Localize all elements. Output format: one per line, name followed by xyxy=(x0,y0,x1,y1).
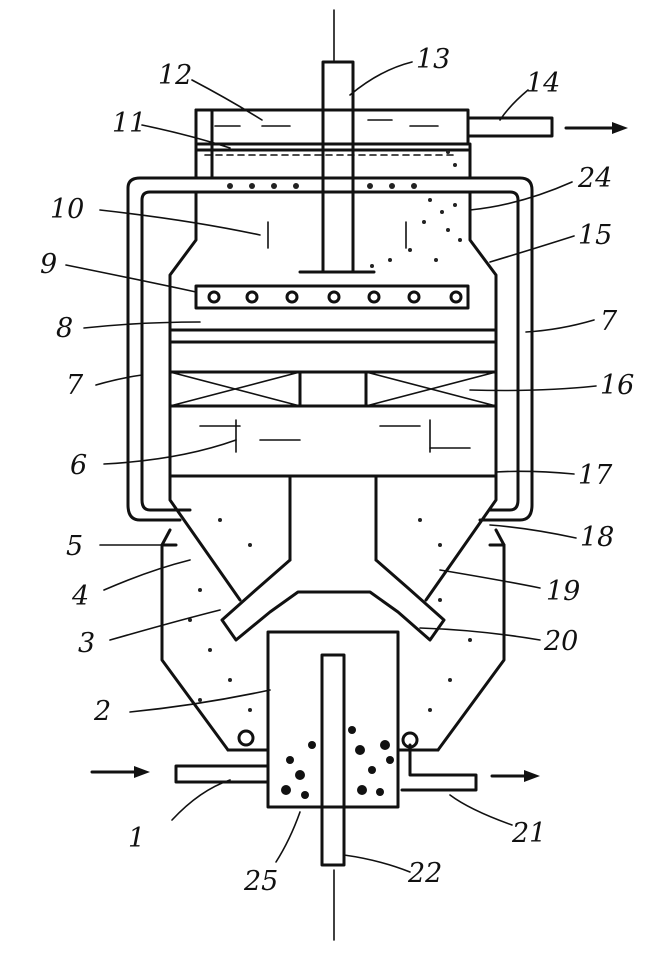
label-19: 19 xyxy=(546,576,581,607)
label-18: 18 xyxy=(580,522,615,553)
main-vessel xyxy=(160,190,506,752)
top-tank xyxy=(194,108,470,156)
label-15: 15 xyxy=(578,220,613,251)
inlet-pipe xyxy=(174,729,270,784)
label-4: 4 xyxy=(72,581,90,612)
central-pipe xyxy=(298,60,376,274)
label-12: 12 xyxy=(158,60,193,91)
label-6: 6 xyxy=(70,450,88,481)
label-16: 16 xyxy=(600,370,635,401)
outlet-pipe xyxy=(466,116,554,138)
label-3: 3 xyxy=(78,628,96,659)
granular-media xyxy=(370,150,462,268)
label-11: 11 xyxy=(112,108,147,139)
label-9: 9 xyxy=(40,249,58,280)
label-25: 25 xyxy=(244,866,279,897)
leader-lines xyxy=(65,61,597,873)
liquid-section xyxy=(168,419,498,478)
draft-tube xyxy=(220,474,446,642)
lower-tube xyxy=(266,630,400,867)
label-10: 10 xyxy=(50,194,85,225)
sludge-particles xyxy=(188,518,472,712)
label-24: 24 xyxy=(578,163,613,194)
pipe-perforations xyxy=(227,183,417,189)
label-22: 22 xyxy=(408,858,443,889)
drain-pipe xyxy=(400,731,478,792)
label-2: 2 xyxy=(94,696,112,727)
recirculation-pipe xyxy=(126,176,534,522)
distributor-tube xyxy=(194,284,470,310)
label-8: 8 xyxy=(56,313,74,344)
label-13: 13 xyxy=(416,44,451,75)
label-5: 5 xyxy=(66,531,84,562)
crossed-section xyxy=(168,370,498,408)
label-14: 14 xyxy=(526,68,561,99)
label-17: 17 xyxy=(578,460,613,491)
label-7-left: 7 xyxy=(66,370,84,401)
label-20: 20 xyxy=(544,626,579,657)
label-7-right: 7 xyxy=(600,306,618,337)
label-1: 1 xyxy=(128,823,146,854)
dense-granules xyxy=(281,726,394,799)
label-21: 21 xyxy=(512,818,547,849)
